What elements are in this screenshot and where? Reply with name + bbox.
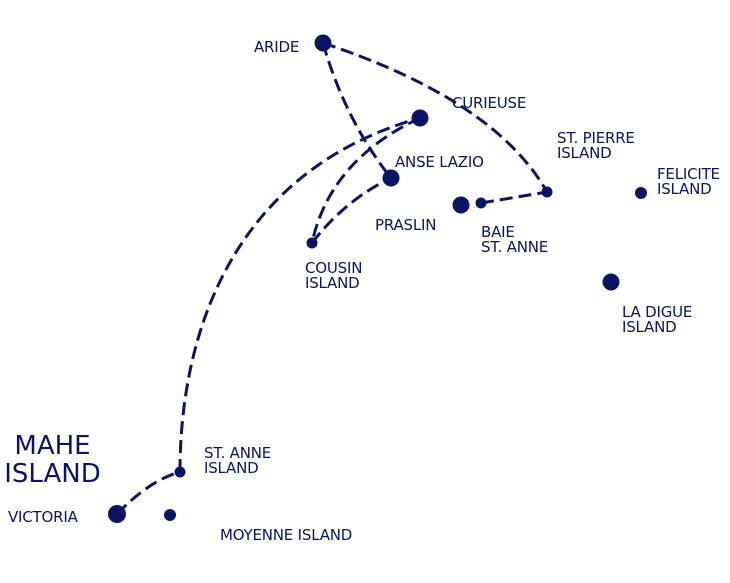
praslin-label-text: PRASLIN	[375, 216, 437, 234]
baie-st-anne-marker	[475, 197, 487, 209]
mahe-island-label: MAHE ISLAND	[0, 432, 105, 488]
st-anne-label-line1: ST. ANNE	[204, 444, 272, 462]
aride-label: ARIDE	[254, 40, 299, 55]
baie-st-anne-label: BAIE ST. ANNE	[481, 225, 548, 255]
st-pierre-island-label: ST. PIERRE ISLAND	[557, 131, 635, 161]
cousin-label-line2: ISLAND	[305, 274, 360, 292]
la-digue-label-line2: ISLAND	[622, 318, 677, 336]
victoria-marker	[108, 505, 126, 523]
aride-marker	[314, 34, 332, 52]
curieuse-marker	[411, 109, 429, 127]
la-digue-label-line1: LA DIGUE	[622, 303, 693, 321]
anse-lazio-label-text: ANSE LAZIO	[395, 153, 484, 171]
la-digue-island-label: LA DIGUE ISLAND	[622, 305, 692, 335]
curieuse-label-text: CURIEUSE	[452, 94, 527, 112]
route-aride-st-pierre	[322, 41, 549, 193]
baie-st-anne-label-line2: ST. ANNE	[481, 238, 549, 256]
cousin-island-marker	[306, 237, 318, 249]
route-baie-st-anne-st-pierre	[480, 190, 548, 205]
la-digue-island-marker	[602, 273, 620, 291]
moyenne-label-text: MOYENNE ISLAND	[220, 526, 353, 544]
route-cousin-anse-lazio	[310, 176, 392, 244]
cousin-label-line1: COUSIN	[305, 259, 363, 277]
victoria-label-text: VICTORIA	[8, 508, 78, 526]
route-victoria-st-anne	[115, 470, 181, 516]
anse-lazio-marker	[382, 169, 400, 187]
route-st-anne-curieuse	[178, 116, 421, 473]
felicite-label-line1: FELICITE	[657, 165, 720, 183]
felicite-island-label: FELICITE ISLAND	[657, 167, 720, 197]
cousin-island-label: COUSIN ISLAND	[305, 261, 362, 291]
st-anne-island-label: ST. ANNE ISLAND	[204, 446, 271, 476]
baie-st-anne-label-line1: BAIE	[481, 223, 515, 241]
st-anne-label-line2: ISLAND	[204, 459, 259, 477]
praslin-marker	[452, 196, 470, 214]
st-pierre-label-line1: ST. PIERRE	[557, 129, 635, 147]
aride-label-text: ARIDE	[254, 38, 300, 56]
mahe-label-line1: MAHE	[14, 431, 91, 461]
st-anne-island-marker	[174, 466, 186, 478]
mahe-label-line2: ISLAND	[4, 459, 101, 489]
anse-lazio-label: ANSE LAZIO	[395, 155, 484, 170]
moyenne-island-marker	[164, 509, 176, 521]
moyenne-island-label: MOYENNE ISLAND	[220, 528, 352, 543]
st-pierre-island-marker	[541, 186, 553, 198]
felicite-island-marker	[635, 187, 647, 199]
route-aride-anse-lazio	[321, 42, 393, 179]
victoria-label: VICTORIA	[8, 510, 78, 525]
route-curieuse-cousin	[310, 116, 421, 244]
praslin-label: PRASLIN	[375, 218, 436, 233]
curieuse-label: CURIEUSE	[452, 96, 526, 111]
st-pierre-label-line2: ISLAND	[557, 144, 612, 162]
felicite-label-line2: ISLAND	[657, 180, 712, 198]
